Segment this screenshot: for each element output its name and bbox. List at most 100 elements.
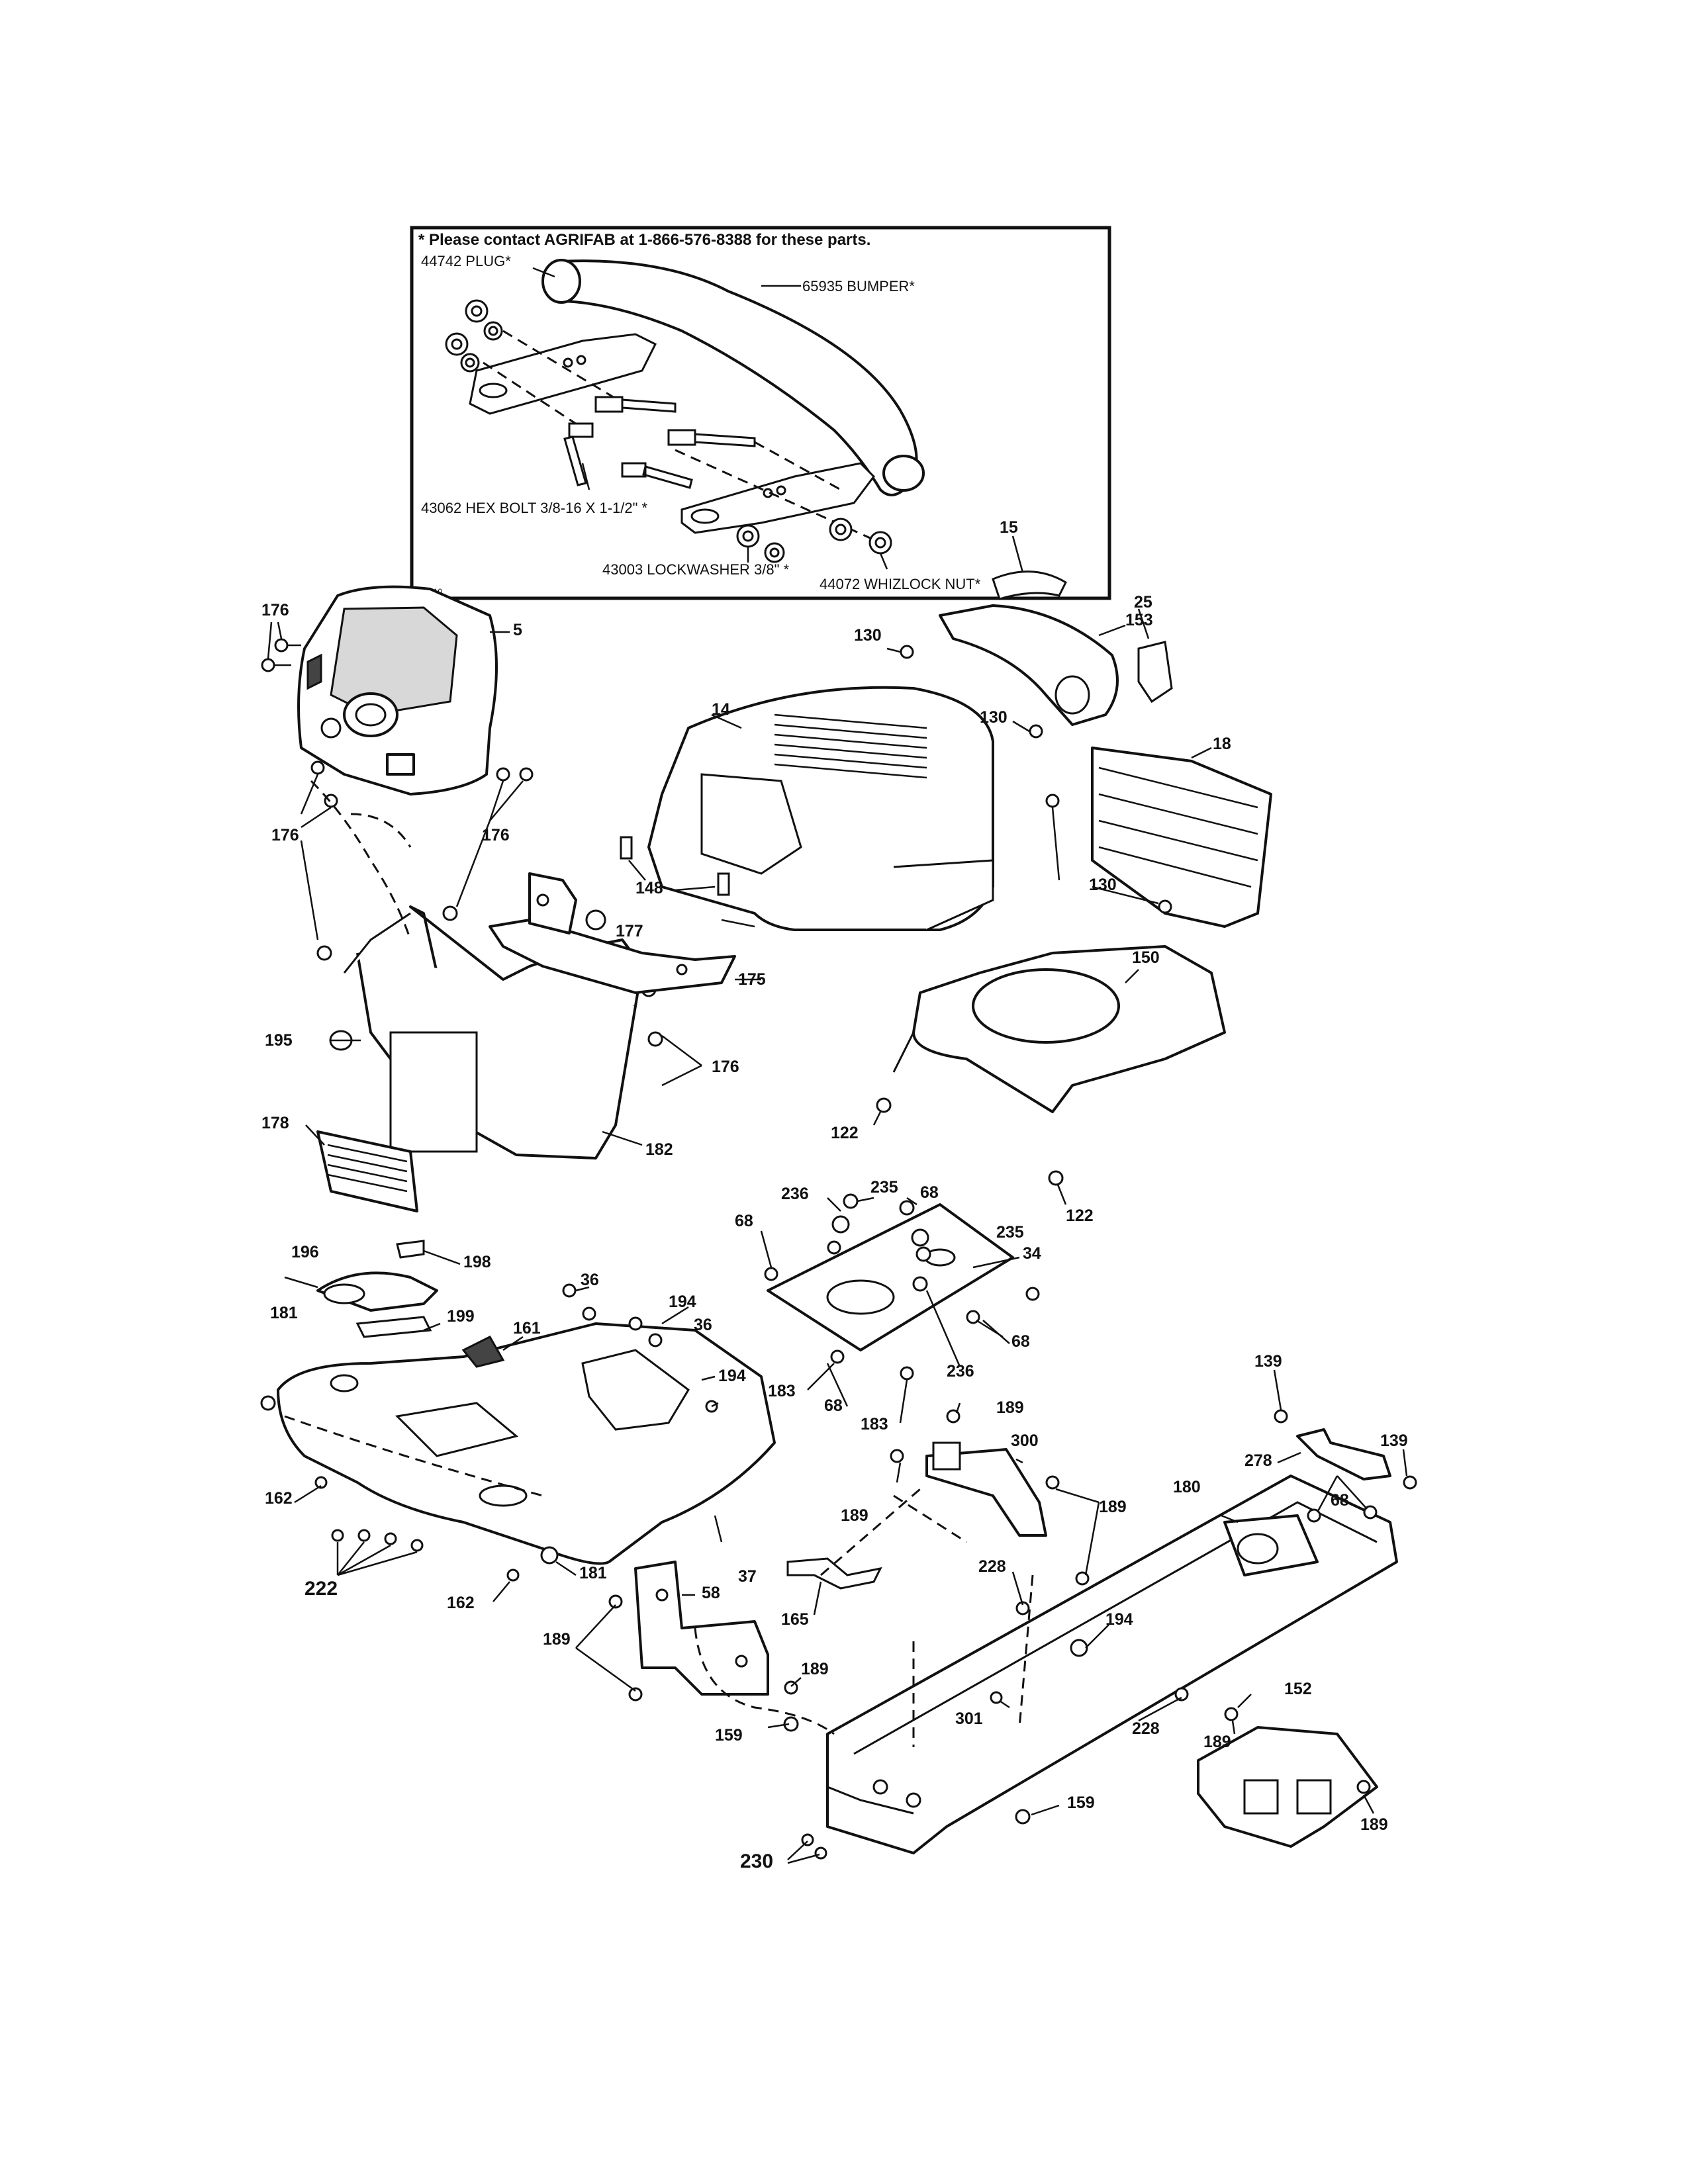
fender-37 [277,1322,776,1565]
callout-122-a: 122 [831,1124,859,1142]
callout-14: 14 [712,700,730,719]
part-161 [461,1336,505,1368]
callout-189-g: 189 [1360,1815,1388,1834]
lens-15 [992,570,1067,600]
callout-189-c: 189 [1099,1498,1127,1516]
callout-228-b: 228 [1132,1719,1160,1738]
callout-189-f: 189 [1203,1733,1231,1751]
bracket-300 [925,1441,1047,1537]
callout-236-b: 236 [947,1362,974,1381]
callout-68-d: 68 [824,1396,843,1415]
bumper-kit-inset: * Please contact AGRIFAB at 1-866-576-83… [410,226,1111,600]
callout-130-c: 130 [1089,876,1117,894]
callout-180: 180 [1173,1478,1201,1496]
bumper-bracket-left [469,333,657,415]
bracket-175 [489,872,736,994]
hood-14 [647,686,994,931]
callout-139-b: 139 [1380,1432,1408,1450]
callout-196: 196 [291,1243,319,1261]
bracket-278 [1296,1428,1391,1480]
callout-139-a: 139 [1254,1352,1282,1371]
hood-vents [774,713,927,779]
callout-labels: 15 153 25 130 130 18 130 14 148 176 5 17… [261,518,1408,1872]
callout-198: 198 [463,1253,491,1271]
callout-222: 222 [305,1578,338,1600]
inset-bumper-label: 65935 BUMPER* [802,278,915,295]
callout-235-b: 235 [996,1223,1024,1242]
part-198 [396,1240,425,1259]
callout-195: 195 [265,1031,293,1050]
hood-pad-148a [620,836,633,860]
shroud-150 [892,945,1226,1113]
bumper-end-right [882,455,925,492]
panel-178 [316,1130,418,1212]
part-199 [355,1316,432,1338]
callout-130-a: 130 [854,626,882,645]
callout-34: 34 [1023,1244,1041,1263]
callout-165: 165 [781,1610,809,1629]
fasteners-misc [260,1193,1417,1860]
callout-178: 178 [261,1114,289,1132]
callout-37: 37 [738,1567,757,1586]
plate-34 [767,1203,1014,1351]
callout-194-a: 194 [669,1293,696,1311]
light-25 [1137,641,1173,704]
callout-189-a: 189 [996,1398,1024,1417]
callout-162-b: 162 [447,1594,475,1612]
callout-183-b: 183 [861,1415,888,1433]
callout-122-b: 122 [1066,1206,1094,1225]
callout-182: 182 [645,1140,673,1159]
inset-hexbolt-label: 43062 HEX BOLT 3/8-16 X 1-1/2" * [421,500,648,516]
callout-162-a: 162 [265,1489,293,1508]
grille-18 [1091,747,1272,928]
callout-159-a: 159 [715,1726,743,1745]
callout-153: 153 [1125,611,1153,629]
callout-181-b: 181 [579,1564,607,1582]
callout-175: 175 [738,970,766,989]
callout-189-b: 189 [841,1506,868,1525]
screws-130 [900,645,1172,914]
callout-68-b: 68 [735,1212,753,1230]
dash-panel [297,585,498,796]
callout-228-a: 228 [978,1557,1006,1576]
callout-301: 301 [955,1709,983,1728]
callout-189-d: 189 [543,1630,571,1649]
callout-150: 150 [1132,948,1160,967]
grille-153 [939,604,1119,726]
callout-159-b: 159 [1067,1794,1095,1812]
frame-180 [826,1475,1398,1854]
callout-300: 300 [1011,1432,1039,1450]
callout-25: 25 [1134,593,1152,612]
callout-189-e: 189 [801,1660,829,1678]
callout-235-a: 235 [870,1178,898,1197]
callout-68-c: 68 [1011,1332,1030,1351]
callout-161: 161 [513,1319,541,1338]
inset-plug-label: 44742 PLUG* [421,253,511,269]
callout-152: 152 [1284,1680,1312,1698]
callout-236-a: 236 [781,1185,809,1203]
callout-68-e: 68 [1331,1491,1349,1510]
callout-58: 58 [702,1584,720,1602]
screw-122b [1048,1170,1064,1186]
callout-176-a: 176 [261,601,289,619]
leader-lines [267,535,1408,1864]
callout-194-b: 194 [718,1367,746,1385]
bumper-end-left [541,259,581,304]
screw-122a [876,1097,892,1113]
inset-whizlock-label: 44072 WHIZLOCK NUT* [820,576,981,592]
bracket-58 [634,1561,769,1696]
inset-note: * Please contact AGRIFAB at 1-866-576-83… [418,231,870,249]
callout-5: 5 [513,621,522,639]
callout-230: 230 [740,1850,773,1872]
callout-183-a: 183 [768,1382,796,1400]
callout-130-b: 130 [980,708,1008,727]
cover-152 [1197,1726,1378,1848]
callout-18: 18 [1213,735,1231,753]
callout-36-a: 36 [581,1271,599,1289]
callout-176-c: 176 [482,826,510,844]
hex-bolts [563,396,756,489]
callout-148: 148 [635,879,663,897]
callout-176-b: 176 [271,826,299,844]
callout-15: 15 [1000,518,1018,537]
